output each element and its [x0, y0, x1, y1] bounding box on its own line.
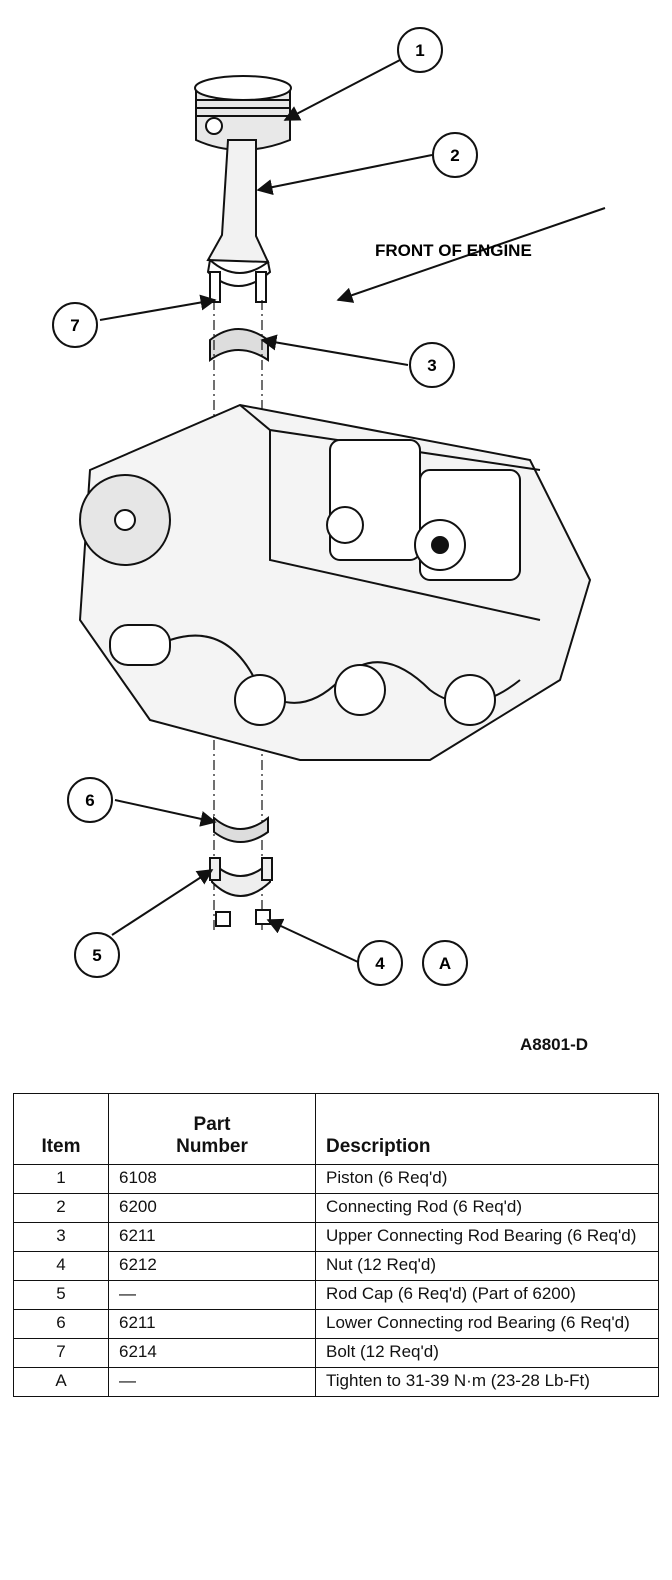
figure-id: A8801-D — [520, 1035, 589, 1054]
cell-part: 6211 — [108, 1309, 316, 1339]
cell-item: 1 — [13, 1164, 109, 1194]
callout-circle-3 — [409, 342, 455, 388]
leader-1 — [283, 59, 401, 121]
cell-item: 2 — [13, 1193, 109, 1223]
table-row: 3 6211 Upper Connecting Rod Bearing (6 R… — [13, 1222, 659, 1252]
engine-exploded-diagram: FRONT OF ENGINE 1 2 3 4 A 5 6 7 — [52, 27, 606, 986]
leader-5 — [111, 869, 214, 936]
upper-bearing-illustration — [209, 328, 269, 362]
callout-label-5: 5 — [92, 946, 101, 965]
cell-description: Rod Cap (6 Req'd) (Part of 6200) — [315, 1280, 659, 1310]
callout-label-A: A — [439, 954, 451, 973]
front-of-engine-arrow — [336, 207, 606, 303]
connecting-rod-illustration — [206, 139, 272, 303]
callout-label-7: 7 — [70, 316, 79, 335]
table-row: 2 6200 Connecting Rod (6 Req'd) — [13, 1193, 659, 1223]
piston-illustration — [194, 75, 292, 151]
lower-bearing-illustration — [213, 815, 269, 843]
leader-6 — [114, 799, 217, 827]
table-row: 1 6108 Piston (6 Req'd) — [13, 1164, 659, 1194]
table-row: 4 6212 Nut (12 Req'd) — [13, 1251, 659, 1281]
cell-item: 4 — [13, 1251, 109, 1281]
callout-circle-A — [422, 940, 468, 986]
header-part-line1: Part — [193, 1114, 231, 1135]
callout-circle-2 — [432, 132, 478, 178]
parts-table: Item Part Number Description 1 6108 Pist… — [13, 1093, 659, 1397]
cell-part: — — [108, 1280, 316, 1310]
header-description: Description — [315, 1093, 659, 1165]
header-part-number: Part Number — [108, 1093, 316, 1165]
callout-circle-1 — [397, 27, 443, 73]
cell-part: 6108 — [108, 1164, 316, 1194]
nut-illustration — [215, 909, 271, 927]
header-part-line2: Number — [176, 1136, 248, 1157]
cell-description: Nut (12 Req'd) — [315, 1251, 659, 1281]
cell-item: A — [13, 1367, 109, 1397]
cell-part: — — [108, 1367, 316, 1397]
cell-description: Tighten to 31-39 N·m (23-28 Lb-Ft) — [315, 1367, 659, 1397]
callout-label-3: 3 — [427, 356, 436, 375]
cell-part: 6200 — [108, 1193, 316, 1223]
header-item: Item — [13, 1093, 109, 1165]
leader-4 — [266, 918, 359, 963]
table-row: 7 6214 Bolt (12 Req'd) — [13, 1338, 659, 1368]
cell-item: 7 — [13, 1338, 109, 1368]
leader-2 — [256, 154, 433, 196]
cell-description: Piston (6 Req'd) — [315, 1164, 659, 1194]
callout-label-4: 4 — [375, 954, 385, 973]
callout-circle-5 — [74, 932, 120, 978]
cell-item: 5 — [13, 1280, 109, 1310]
callout-circle-4 — [357, 940, 403, 986]
front-of-engine-label: FRONT OF ENGINE — [375, 241, 532, 260]
callout-label-6: 6 — [85, 791, 94, 810]
rod-cap-illustration — [209, 857, 273, 897]
callout-circle-7 — [52, 302, 98, 348]
table-row: 5 — Rod Cap (6 Req'd) (Part of 6200) — [13, 1280, 659, 1310]
callout-label-1: 1 — [415, 41, 424, 60]
callout-label-2: 2 — [450, 146, 459, 165]
cell-item: 6 — [13, 1309, 109, 1339]
cell-description: Lower Connecting rod Bearing (6 Req'd) — [315, 1309, 659, 1339]
table-row: 6 6211 Lower Connecting rod Bearing (6 R… — [13, 1309, 659, 1339]
leader-7 — [99, 294, 217, 321]
cell-part: 6214 — [108, 1338, 316, 1368]
table-row: A — Tighten to 31-39 N·m (23-28 Lb-Ft) — [13, 1367, 659, 1397]
cell-item: 3 — [13, 1222, 109, 1252]
table-header-row: Item Part Number Description — [13, 1093, 659, 1165]
engine-block-illustration — [78, 403, 592, 761]
cell-part: 6211 — [108, 1222, 316, 1252]
cell-description: Connecting Rod (6 Req'd) — [315, 1193, 659, 1223]
cell-part: 6212 — [108, 1251, 316, 1281]
callout-circle-6 — [67, 777, 113, 823]
cell-description: Bolt (12 Req'd) — [315, 1338, 659, 1368]
leader-3 — [260, 334, 409, 366]
cell-description: Upper Connecting Rod Bearing (6 Req'd) — [315, 1222, 659, 1252]
